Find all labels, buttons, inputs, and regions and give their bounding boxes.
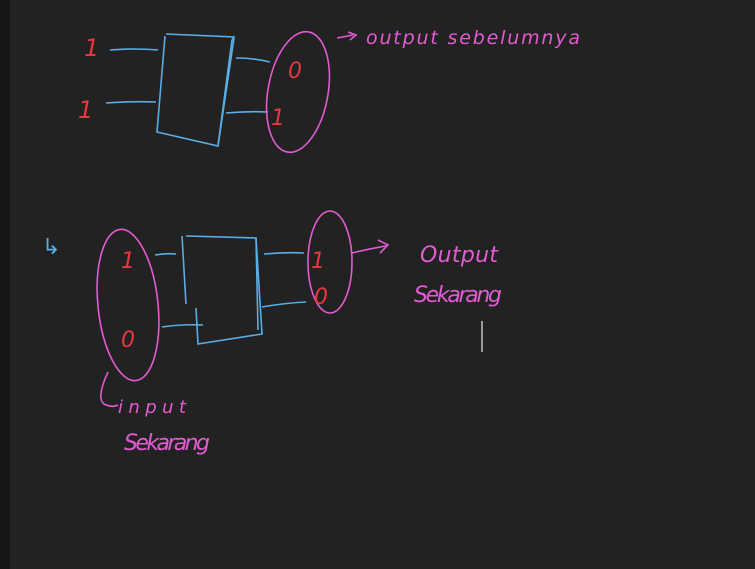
top-input-wire-1	[109, 48, 159, 51]
bottom-flipflop-box	[181, 235, 263, 345]
top-flipflop-box	[156, 33, 236, 147]
bottom-input-ellipse	[96, 228, 160, 382]
left-gutter	[0, 0, 10, 569]
top-output-wire-1	[235, 57, 271, 63]
bottom-output-ellipse	[307, 210, 353, 314]
top-output-ellipse	[265, 30, 331, 154]
bottom-output-wire-1	[263, 251, 305, 255]
top-label-arrow	[336, 31, 358, 41]
top-output-2: 1	[271, 106, 285, 131]
bottom-output-1: 1	[311, 249, 325, 274]
bottom-output-wire-2	[261, 301, 307, 308]
top-box-right-edge	[217, 37, 235, 147]
text-cursor	[481, 321, 483, 352]
top-diagram: 1 1 0 1 output sebelumnya	[78, 27, 580, 154]
bottom-input-wire-2	[161, 323, 204, 328]
bottom-input-label-line2: Sekarang	[124, 431, 210, 456]
bottom-diagram: ↳ 1 0 1 0 Output Sekarang	[42, 210, 502, 456]
bottom-input-label-line1: input	[118, 397, 187, 418]
bottom-output-arrow	[351, 239, 390, 254]
bottom-input-2: 0	[121, 328, 135, 353]
bottom-output-label-line2: Sekarang	[414, 283, 502, 308]
bottom-bullet: ↳	[42, 235, 60, 260]
bottom-input-wire-1	[154, 252, 177, 256]
bottom-box-right-edge	[255, 237, 259, 331]
drawing-canvas[interactable]	[10, 0, 755, 569]
bottom-output-label-line1: Output	[420, 243, 499, 268]
top-output-wire-2	[225, 110, 269, 114]
bottom-input-1: 1	[121, 249, 135, 274]
top-output-label: output sebelumnya	[366, 27, 580, 49]
top-input-2: 1	[78, 96, 93, 124]
top-input-1: 1	[84, 34, 99, 62]
top-input-wire-2	[105, 100, 157, 104]
top-output-1: 0	[288, 59, 302, 84]
bottom-output-2: 0	[314, 285, 328, 310]
bottom-input-hook	[100, 371, 119, 408]
